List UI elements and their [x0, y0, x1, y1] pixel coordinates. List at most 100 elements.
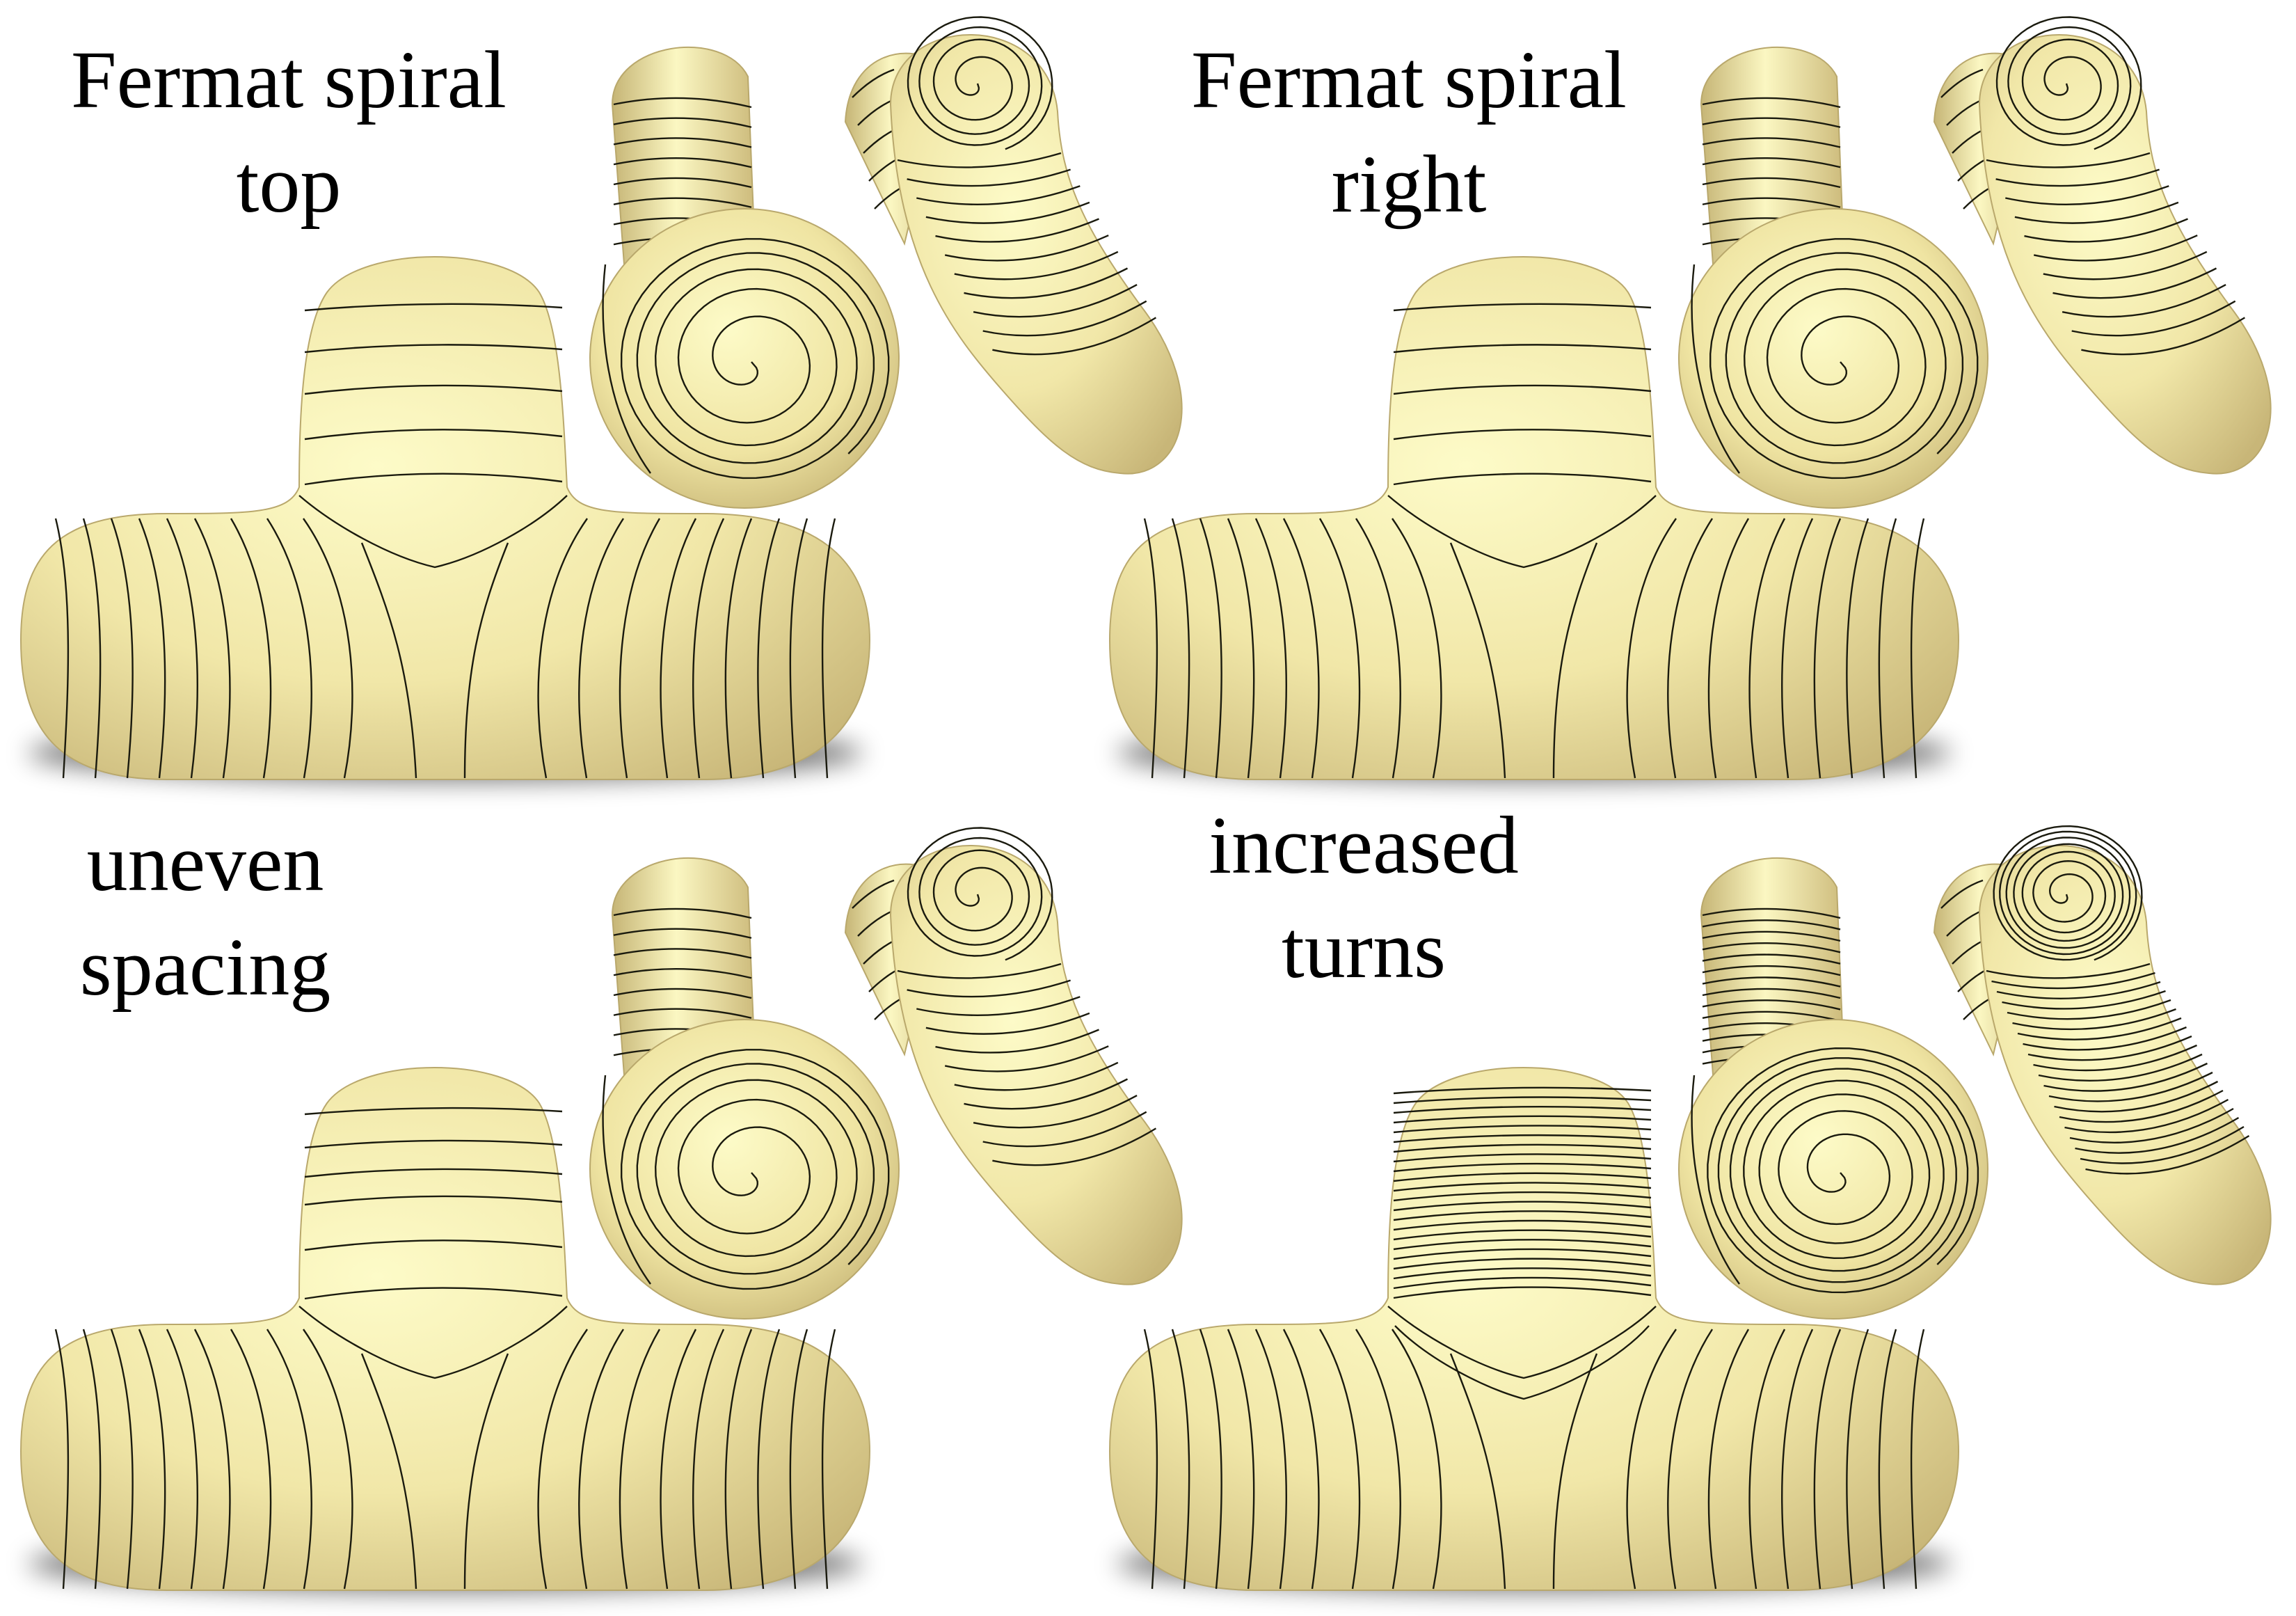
tube-contour-line: [982, 1111, 1147, 1148]
arm-contour-line: [1393, 1248, 1652, 1260]
tube-contour-line: [1702, 965, 1841, 976]
tube-contour-line: [935, 1029, 1099, 1054]
bar-contour-line: [166, 1329, 198, 1590]
arm-contour-line: [304, 1239, 563, 1251]
tube-contour-line: [2059, 1089, 2224, 1123]
center-contour-line: [360, 1353, 417, 1590]
tube-contour-line: [2038, 1053, 2203, 1082]
bar-contour-line: [660, 1329, 697, 1590]
tube-contour-line: [944, 235, 1109, 262]
bar-contour-line: [619, 1329, 661, 1590]
panel-fermat-right: [1108, 16, 2272, 781]
junction-contour-line: [1387, 1306, 1657, 1379]
center-contour-line: [1449, 1353, 1506, 1590]
tube-contour-line: [2024, 218, 2188, 243]
bar-contour-line: [230, 1329, 272, 1590]
tube-contour-line: [964, 267, 1129, 299]
tilted-tube-body: [1978, 34, 2272, 475]
tube-contour-line: [897, 152, 1062, 168]
tube-contour-line: [1995, 168, 2160, 187]
junction-contour-line: [298, 1306, 568, 1379]
tube-contour-line: [852, 68, 895, 98]
bar-contour-line: [1392, 518, 1442, 779]
tube-contour-line: [613, 988, 752, 999]
tube-contour-line: [2017, 1017, 2182, 1040]
tube-contour-line: [1702, 117, 1841, 128]
bar-contour-line: [1748, 1329, 1786, 1590]
bar-contour-line: [1910, 1329, 1925, 1590]
tube-contour-line: [2007, 999, 2171, 1020]
t-shape-body: [19, 256, 871, 780]
side-view-cap: [589, 857, 900, 1320]
tube-contour-line: [925, 1012, 1090, 1035]
panel-fermat-top: [19, 16, 1183, 781]
bar-contour-line: [578, 1329, 625, 1590]
bar-contour-line: [54, 518, 70, 779]
arm-contour-line: [1393, 1153, 1652, 1163]
tube-contour-line: [1702, 97, 1841, 109]
tube-contour-line: [2033, 1044, 2197, 1072]
tube-contour-line: [2014, 201, 2179, 224]
end-cap: [589, 208, 900, 509]
bar-contour-line: [138, 518, 166, 779]
arm-contour-line: [1393, 473, 1652, 486]
tube-contour-line: [613, 1008, 752, 1019]
tube-contour-line: [2052, 267, 2217, 299]
side-view-tilted: [844, 827, 1183, 1285]
bar-contour-line: [1254, 1329, 1287, 1590]
bar-contour-line: [193, 1329, 231, 1590]
side-view-cap: [589, 46, 900, 509]
tube-contour-line: [916, 996, 1081, 1016]
bar-contour-line: [266, 1329, 312, 1590]
bar-contour-line: [266, 518, 312, 779]
end-cap: [1678, 1019, 1988, 1320]
bar-contour-line: [1781, 518, 1814, 779]
bar-contour-line: [1392, 1329, 1442, 1590]
tube-contour-line: [613, 177, 752, 189]
tube-contour-line: [1940, 68, 1984, 98]
caption-line: Fermat spiral: [1191, 34, 1627, 125]
t-shape-contours: [1143, 1086, 1925, 1590]
bar-contour-line: [660, 518, 697, 779]
bar-contour-line: [1707, 1329, 1750, 1590]
center-contour-line: [1449, 542, 1506, 779]
tube-contour-line: [2005, 185, 2169, 205]
tube-contour-line: [907, 168, 1071, 187]
tube-contour-line: [2071, 300, 2236, 337]
bar-contour-line: [757, 1329, 781, 1590]
arm-contour-line: [1393, 1143, 1652, 1153]
tube-contour-line: [992, 1127, 1157, 1166]
bar-contour-line: [1355, 518, 1401, 779]
tube-contour-line: [2075, 1116, 2240, 1154]
arm-contour-line: [1393, 344, 1652, 354]
center-contour-line: [463, 1353, 509, 1590]
bar-contour-line: [110, 1329, 134, 1590]
tube-contour-line: [2048, 1071, 2213, 1102]
bar-contour-line: [193, 518, 231, 779]
tube-contour-line: [613, 97, 752, 109]
center-contour-line: [360, 542, 417, 779]
spiral-contour-line: [1707, 1047, 1979, 1294]
bar-contour-line: [821, 518, 836, 779]
tube-contour-line: [1991, 972, 2155, 990]
arm-contour-line: [1393, 1229, 1652, 1241]
tube-contour-line: [613, 928, 752, 939]
bar-contour-line: [1355, 1329, 1401, 1590]
tube-contour-line: [1986, 963, 2151, 979]
tube-contour-line: [1986, 152, 2151, 168]
bar-contour-line: [1667, 1329, 1714, 1590]
arm-contour-line: [1393, 1201, 1652, 1212]
caption-line: right: [1331, 138, 1487, 230]
tube-contour-line: [973, 284, 1138, 318]
tube-contour-line: [1702, 976, 1841, 988]
tube-contour-line: [613, 197, 752, 208]
bar-contour-line: [1626, 1329, 1677, 1590]
bar-contour-line: [1227, 1329, 1255, 1590]
arm-contour-line: [1393, 1267, 1652, 1280]
tube-contour-line: [1702, 919, 1841, 930]
tube-contour-line: [964, 1078, 1129, 1110]
arm-contour-line: [1393, 1086, 1652, 1095]
tube-contour-line: [2054, 1080, 2219, 1113]
